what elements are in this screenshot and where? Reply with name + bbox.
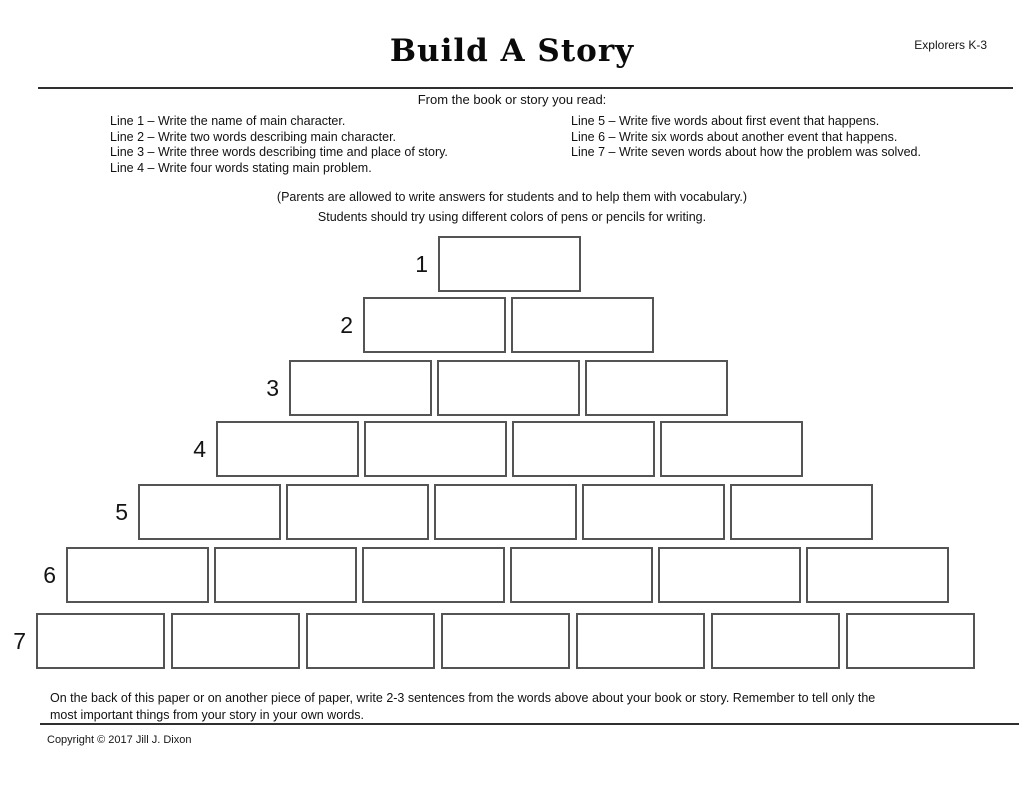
answer-box-row3-col3[interactable] [585,360,728,416]
answer-box-row5-col4[interactable] [582,484,725,540]
answer-box-row1-col1[interactable] [438,236,581,292]
instructions-right-item-2: Line 6 – Write six words about another e… [571,129,898,144]
answer-box-row4-col2[interactable] [364,421,507,477]
intro-text: From the book or story you read: [417,92,607,107]
pyramid-row-4: 4 [193,421,803,477]
row-label-7: 7 [13,627,26,654]
answer-box-row7-col2[interactable] [171,613,300,669]
pyramid-row-7: 7 [13,613,975,669]
pyramid-row-6: 6 [43,547,949,603]
answer-box-row7-col3[interactable] [306,613,435,669]
answer-box-row2-col1[interactable] [363,297,506,353]
answer-box-row7-col4[interactable] [441,613,570,669]
parent-notes-item-2: Students should try using different colo… [317,210,707,224]
answer-box-row4-col4[interactable] [660,421,803,477]
pyramid-row-3: 3 [266,360,728,416]
instructions-left: Line 1 – Write the name of main characte… [110,114,448,176]
instructions-left-item-1: Line 1 – Write the name of main characte… [110,114,346,128]
instructions-right-item-1: Line 5 – Write five words about first ev… [571,114,880,128]
instructions-right-item-3: Line 7 – Write seven words about how the… [571,145,921,159]
row-label-2: 2 [340,311,353,338]
instructions-left-item-4: Line 4 – Write four words stating main p… [110,160,372,175]
parent-notes-item-1: (Parents are allowed to write answers fo… [276,190,748,204]
answer-box-row6-col2[interactable] [214,547,357,603]
answer-box-row2-col2[interactable] [511,297,654,353]
instructions-right: Line 5 – Write five words about first ev… [571,114,921,161]
row-label-6: 6 [43,561,56,588]
instructions-left-item-3: Line 3 – Write three words describing ti… [110,145,448,159]
answer-box-row7-col5[interactable] [576,613,705,669]
row-label-5: 5 [115,498,128,525]
footer-note-item-2: most important things from your story in… [50,707,365,722]
copyright-text: Copyright © 2017 Jill J. Dixon [47,734,192,746]
answer-box-row3-col1[interactable] [289,360,432,416]
row-label-4: 4 [193,435,206,462]
answer-box-row4-col3[interactable] [512,421,655,477]
edition-label: Explorers K-3 [914,38,987,52]
answer-box-row6-col1[interactable] [66,547,209,603]
answer-box-row4-col1[interactable] [216,421,359,477]
answer-box-row7-col7[interactable] [846,613,975,669]
answer-box-row5-col1[interactable] [138,484,281,540]
answer-box-row6-col5[interactable] [658,547,801,603]
footer-note-item-1: On the back of this paper or on another … [50,691,876,705]
pyramid-row-1: 1 [415,236,581,292]
answer-box-row6-col6[interactable] [806,547,949,603]
answer-box-row7-col1[interactable] [36,613,165,669]
parent-notes: (Parents are allowed to write answers fo… [0,187,1024,227]
answer-box-row6-col4[interactable] [510,547,653,603]
footer-note: On the back of this paper or on another … [50,690,968,723]
answer-box-row7-col6[interactable] [711,613,840,669]
answer-box-row5-col2[interactable] [286,484,429,540]
answer-box-row3-col2[interactable] [437,360,580,416]
row-label-3: 3 [266,374,279,401]
page-title: Build A Story [389,33,635,69]
answer-box-row6-col3[interactable] [362,547,505,603]
row-label-1: 1 [415,250,428,277]
answer-box-row5-col3[interactable] [434,484,577,540]
header-divider [38,87,1013,89]
pyramid-row-5: 5 [115,484,873,540]
pyramid-row-2: 2 [340,297,654,353]
instructions-left-item-2: Line 2 – Write two words describing main… [110,129,397,144]
answer-box-row5-col5[interactable] [730,484,873,540]
footer-divider [40,723,1019,725]
